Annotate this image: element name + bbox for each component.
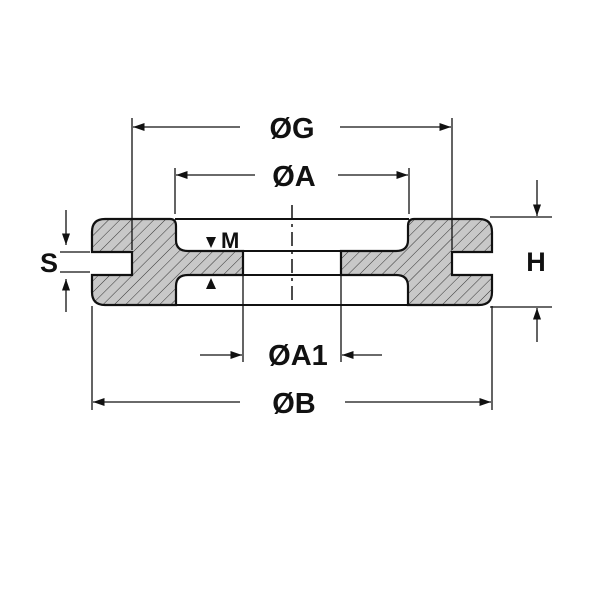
label-H: H xyxy=(526,247,546,277)
label-M: M xyxy=(221,228,239,253)
label-B: ØB xyxy=(272,388,316,420)
right-section xyxy=(339,217,494,307)
label-A1: ØA1 xyxy=(268,340,328,372)
dim-M-arrow-down xyxy=(206,237,216,248)
label-G: ØG xyxy=(269,113,314,145)
left-section xyxy=(90,217,245,307)
dim-M-arrow-up xyxy=(206,278,216,289)
extension-lines xyxy=(60,118,552,410)
label-S: S xyxy=(40,248,58,278)
label-A: ØA xyxy=(272,161,316,193)
